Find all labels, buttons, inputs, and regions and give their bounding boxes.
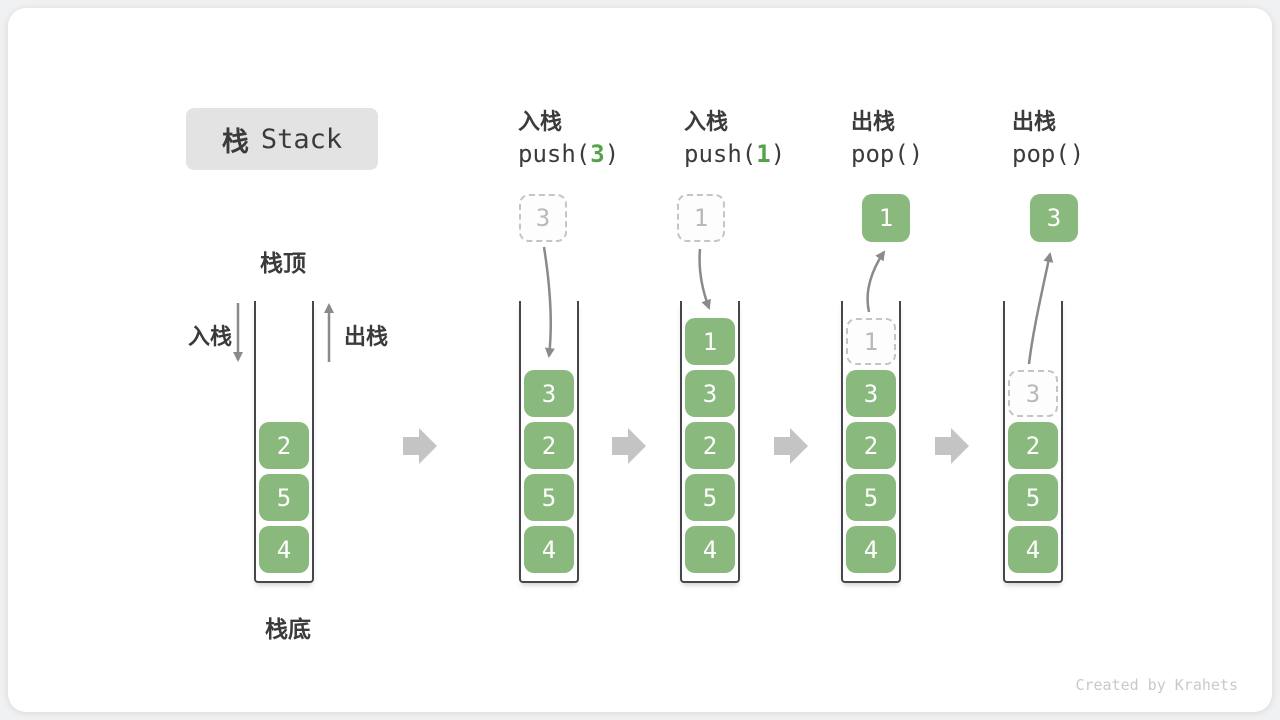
code-arg: 3 [590,140,605,168]
stack-bottom-label: 栈底 [265,616,311,642]
stack-cell: 2 [685,422,735,469]
stack-top-label: 栈顶 [260,250,306,276]
stack-cell: 2 [846,422,896,469]
title-en: Stack [260,123,343,155]
popped-element: 1 [862,194,910,242]
op-header-push-1: 入栈 push(1) [684,108,844,172]
stack-cell: 5 [846,474,896,521]
stack-cell: 5 [524,474,574,521]
op-code: push(3) [518,136,678,172]
stack-cell: 3 [846,370,896,417]
stack-cell: 3 [685,370,735,417]
removed-cell-ghost: 3 [1008,370,1058,417]
incoming-element-ghost: 1 [677,194,725,242]
op-code: push(1) [684,136,844,172]
stack-state-after-push-1: 4 5 2 3 1 [680,301,740,583]
watermark: Created by Krahets [1075,676,1238,694]
stack-state-after-push-3: 4 5 2 3 [519,301,579,583]
stack-cell: 5 [1008,474,1058,521]
stack-cell: 4 [1008,526,1058,573]
incoming-element-ghost: 3 [519,194,567,242]
stack-cell: 2 [259,422,309,469]
code-post: ) [770,140,786,168]
op-header-push-3: 入栈 push(3) [518,108,678,172]
stack-cell: 4 [524,526,574,573]
op-header-pop-2: 出栈 pop() [1012,108,1172,172]
stack-cell: 4 [685,526,735,573]
stack-cell: 1 [685,318,735,365]
stack-cell: 5 [685,474,735,521]
stack-state-after-pop-2: 4 5 2 3 [1003,301,1063,583]
op-code: pop() [1012,136,1172,172]
code-arg: 1 [756,140,771,168]
op-code: pop() [851,136,1011,172]
code-pre: pop() [1012,140,1085,168]
popped-element: 3 [1030,194,1078,242]
stack-cell: 4 [259,526,309,573]
code-pre: push( [518,140,591,168]
stack-cell: 2 [1008,422,1058,469]
code-pre: pop() [851,140,924,168]
diagram-title: 栈 Stack [186,108,378,170]
stack-state-initial: 4 5 2 [254,301,314,583]
op-label: 入栈 [684,109,729,134]
removed-cell-ghost: 1 [846,318,896,365]
code-pre: push( [684,140,757,168]
stack-state-after-pop-1: 4 5 2 3 1 [841,301,901,583]
op-label: 出栈 [1012,109,1057,134]
op-header-pop-1: 出栈 pop() [851,108,1011,172]
stack-cell: 5 [259,474,309,521]
title-cjk: 栈 [221,126,249,157]
op-label: 出栈 [851,109,896,134]
stack-cell: 3 [524,370,574,417]
push-side-label: 入栈 [187,324,232,349]
stack-cell: 4 [846,526,896,573]
op-label: 入栈 [518,109,563,134]
code-post: ) [604,140,620,168]
pop-side-label: 出栈 [344,324,389,349]
stack-cell: 2 [524,422,574,469]
